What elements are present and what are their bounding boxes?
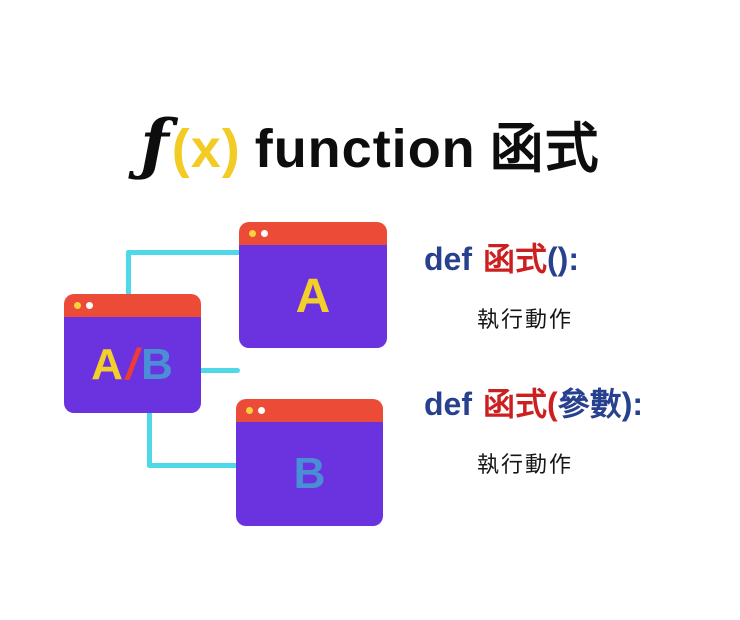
- window-a-titlebar: [239, 222, 387, 245]
- window-dot-icon: [249, 230, 256, 237]
- window-ab-body: A / B: [64, 317, 201, 413]
- function-name: 函式: [483, 241, 548, 277]
- label-a: A: [295, 270, 331, 323]
- connector-bottom-vertical: [147, 408, 152, 468]
- function-name: 函式: [483, 386, 548, 422]
- code-line-def-with-param: def 函式 ( 參數 ):: [424, 379, 643, 425]
- label-b: B: [141, 340, 174, 389]
- keyword-def: def: [424, 386, 472, 422]
- title-word-function: function: [254, 119, 476, 179]
- page-title: ƒ (x) function 函式: [0, 104, 740, 183]
- keyword-def: def: [424, 241, 472, 277]
- window-dot-icon: [74, 302, 81, 309]
- window-ab: A / B: [64, 294, 201, 413]
- connector-bottom-horizontal: [147, 463, 239, 468]
- parameter-name: 參數: [557, 386, 622, 422]
- connector-top-vertical: [126, 250, 131, 300]
- window-ab-titlebar: [64, 294, 201, 317]
- label-slash: /: [125, 340, 140, 389]
- window-dot-icon: [258, 407, 265, 414]
- window-dot-icon: [86, 302, 93, 309]
- action-text-1: 執行動作: [477, 307, 574, 332]
- fx-f-symbol: ƒ: [140, 105, 170, 183]
- label-b: B: [293, 449, 326, 498]
- paren-open: (: [547, 386, 558, 422]
- window-b-titlebar: [236, 399, 383, 422]
- fx-parentheses: (x): [171, 119, 241, 179]
- action-text-2: 執行動作: [477, 452, 574, 477]
- connector-middle-horizontal: [198, 368, 240, 373]
- label-a: A: [91, 340, 124, 389]
- parens-colon: ():: [547, 241, 579, 277]
- connector-top-horizontal: [126, 250, 244, 255]
- window-b: B: [236, 399, 383, 526]
- code-line-def-no-args: def 函式 ():: [424, 234, 579, 280]
- title-word-chinese: 函式: [489, 119, 600, 179]
- window-dot-icon: [261, 230, 268, 237]
- window-b-body: B: [236, 422, 383, 526]
- window-a: A: [239, 222, 387, 348]
- window-dot-icon: [246, 407, 253, 414]
- paren-close-colon: ):: [621, 386, 643, 422]
- window-a-body: A: [239, 245, 387, 348]
